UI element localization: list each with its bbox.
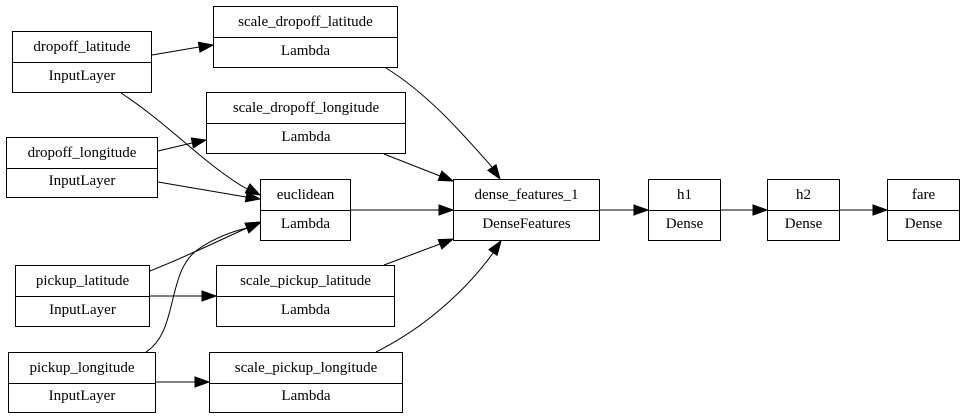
node-divider	[768, 210, 839, 211]
node-type: Lambda	[280, 302, 331, 318]
edge-line	[375, 252, 494, 353]
arrowhead	[244, 191, 262, 203]
node-name: euclidean	[276, 187, 335, 203]
node-name: scale_dropoff_longitude	[232, 100, 380, 116]
node-name: scale_pickup_latitude	[240, 273, 371, 289]
node-type: InputLayer	[48, 68, 116, 84]
node-divider	[210, 382, 402, 384]
arrowhead	[201, 290, 218, 302]
edge-line	[385, 67, 493, 168]
arrowhead	[437, 238, 455, 250]
node-type: Lambda	[280, 216, 331, 232]
node-divider	[16, 296, 149, 297]
node-divider	[214, 37, 397, 38]
edge-line	[383, 153, 441, 177]
arrowhead	[487, 163, 501, 181]
node-divider	[217, 296, 394, 297]
edge-line	[149, 227, 248, 272]
node-name: pickup_latitude	[35, 273, 130, 289]
arrowhead	[872, 204, 889, 216]
edge-pickup_longitude-to-euclidean	[145, 222, 262, 353]
edge-pickup_longitude-to-scale_pickup_longitude	[156, 376, 211, 388]
node-name: h1	[677, 187, 692, 203]
edge-line	[151, 46, 200, 56]
edge-scale_dropoff_longitude-to-dense_features_1	[383, 153, 455, 182]
arrowhead	[488, 239, 502, 257]
node-name: scale_pickup_longitude	[234, 360, 378, 376]
node-divider	[9, 382, 155, 384]
edge-line	[157, 142, 193, 152]
edge-line	[157, 181, 247, 198]
edge-h2-to-fare	[840, 204, 889, 216]
arrowhead	[633, 204, 650, 216]
node-type: Dense	[784, 216, 823, 232]
arrowhead	[244, 183, 262, 196]
node-type: InputLayer	[48, 388, 116, 404]
edge-scale_pickup_latitude-to-dense_features_1	[383, 238, 455, 266]
node-divider	[261, 210, 350, 211]
edge-h1-to-h2	[721, 204, 769, 216]
node-type: Dense	[904, 216, 943, 232]
arrowhead	[752, 204, 769, 216]
node-name: dense_features_1	[474, 187, 579, 203]
arrowhead	[194, 376, 211, 388]
arrowhead	[438, 204, 455, 216]
node-type: Dense	[665, 216, 704, 232]
edge-pickup_latitude-to-scale_pickup_latitude	[150, 290, 218, 302]
node-name: dropoff_longitude	[27, 145, 137, 161]
arrowhead	[197, 41, 215, 53]
node-divider	[7, 167, 157, 169]
node-name: fare	[911, 187, 936, 203]
edge-scale_pickup_longitude-to-dense_features_1	[375, 239, 502, 353]
node-type: Lambda	[281, 388, 331, 404]
edge-dropoff_latitude-to-scale_dropoff_latitude	[151, 41, 215, 56]
node-name: h2	[796, 187, 811, 203]
node-name: pickup_longitude	[29, 360, 135, 376]
arrowhead	[437, 170, 455, 182]
node-type: InputLayer	[48, 173, 116, 189]
arrowhead	[244, 222, 262, 234]
node-type: Lambda	[280, 43, 331, 59]
edge-line	[383, 243, 441, 266]
node-type: Lambda	[281, 129, 331, 145]
node-type: InputLayer	[49, 302, 116, 318]
node-divider	[649, 210, 720, 211]
edge-dense_features_1-to-h1	[600, 204, 650, 216]
node-divider	[454, 210, 599, 211]
node-name: scale_dropoff_latitude	[238, 14, 373, 30]
edge-euclidean-to-dense_features_1	[351, 204, 455, 216]
node-type: DenseFeatures	[482, 216, 571, 232]
edge-dropoff_longitude-to-euclidean	[157, 181, 262, 203]
node-divider	[13, 62, 151, 63]
arrowhead	[190, 137, 208, 149]
edge-dropoff_longitude-to-scale_dropoff_longitude	[157, 137, 208, 152]
node-divider	[888, 210, 959, 211]
edge-scale_dropoff_latitude-to-dense_features_1	[385, 67, 501, 181]
node-name: dropoff_latitude	[33, 39, 131, 55]
edge-line	[145, 227, 248, 353]
node-divider	[207, 123, 405, 124]
